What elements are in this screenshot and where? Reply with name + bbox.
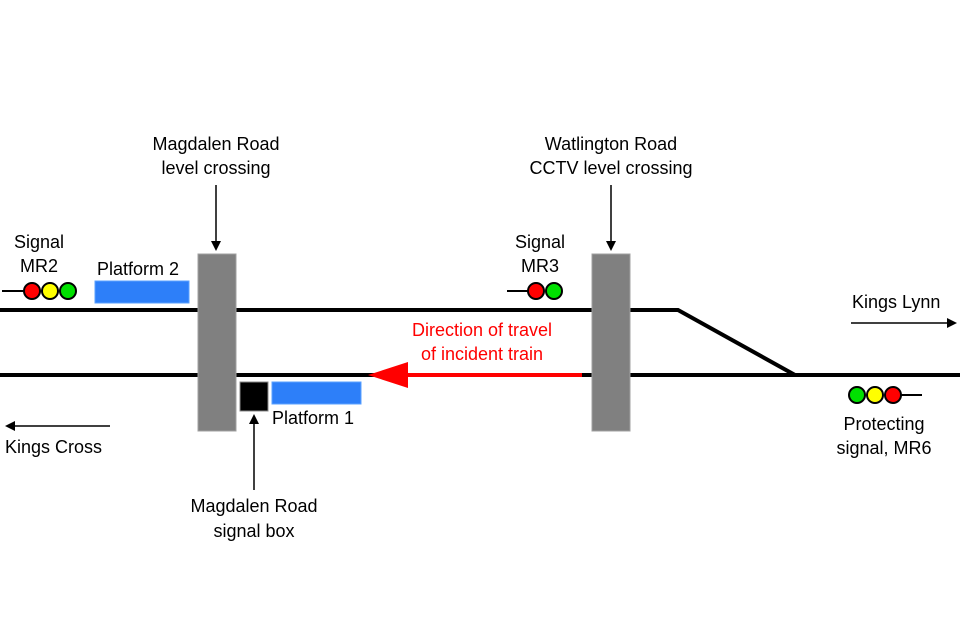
signal-mr2-label-line2: MR2 (20, 256, 58, 276)
signal-box-label-line1: Magdalen Road (190, 496, 317, 516)
watlington-crossing-label-line1: Watlington Road (545, 134, 677, 154)
signal-mr6-label-line2: signal, MR6 (836, 438, 931, 458)
direction-label-line1: Direction of travel (412, 320, 552, 340)
signal-mr2: Signal MR2 (2, 232, 77, 300)
signal-mr2-label-line1: Signal (14, 232, 64, 252)
magdalen-road-level-crossing (197, 253, 237, 432)
platform-2-label: Platform 2 (97, 259, 179, 279)
magdalen-crossing-label-line2: level crossing (161, 158, 270, 178)
kings-cross-label: Kings Cross (5, 437, 102, 457)
destination-kings-lynn: Kings Lynn (851, 292, 957, 328)
direction-label-line2: of incident train (421, 344, 543, 364)
signal-mr3-green-aspect (545, 282, 563, 300)
platform-1 (271, 381, 362, 405)
signal-box-label-line2: signal box (213, 521, 294, 541)
signal-mr3: Signal MR3 (507, 232, 565, 300)
watlington-road-level-crossing (591, 253, 631, 432)
magdalen-road-signal-box: Magdalen Road signal box (190, 381, 318, 541)
signal-mr3-label-line2: MR3 (521, 256, 559, 276)
signal-mr6: Protecting signal, MR6 (836, 386, 932, 458)
signal-mr2-yellow-aspect (41, 282, 59, 300)
signal-box-block (239, 381, 269, 412)
signal-mr2-green-aspect (59, 282, 77, 300)
kings-lynn-label: Kings Lynn (852, 292, 940, 312)
signal-mr3-label-line1: Signal (515, 232, 565, 252)
signal-mr6-label-line1: Protecting (843, 414, 924, 434)
signal-mr6-red-aspect (884, 386, 902, 404)
signal-mr6-green-aspect (848, 386, 866, 404)
direction-of-travel: Direction of travel of incident train (368, 320, 582, 388)
magdalen-crossing-label-line1: Magdalen Road (152, 134, 279, 154)
platform-2 (94, 280, 190, 304)
watlington-crossing-label-line2: CCTV level crossing (529, 158, 692, 178)
signal-mr3-red-aspect (527, 282, 545, 300)
destination-kings-cross: Kings Cross (5, 421, 110, 457)
upper-track (0, 308, 796, 377)
signal-mr6-yellow-aspect (866, 386, 884, 404)
platform-1-label: Platform 1 (272, 408, 354, 428)
direction-arrow-head (368, 362, 408, 388)
signal-mr2-red-aspect (23, 282, 41, 300)
